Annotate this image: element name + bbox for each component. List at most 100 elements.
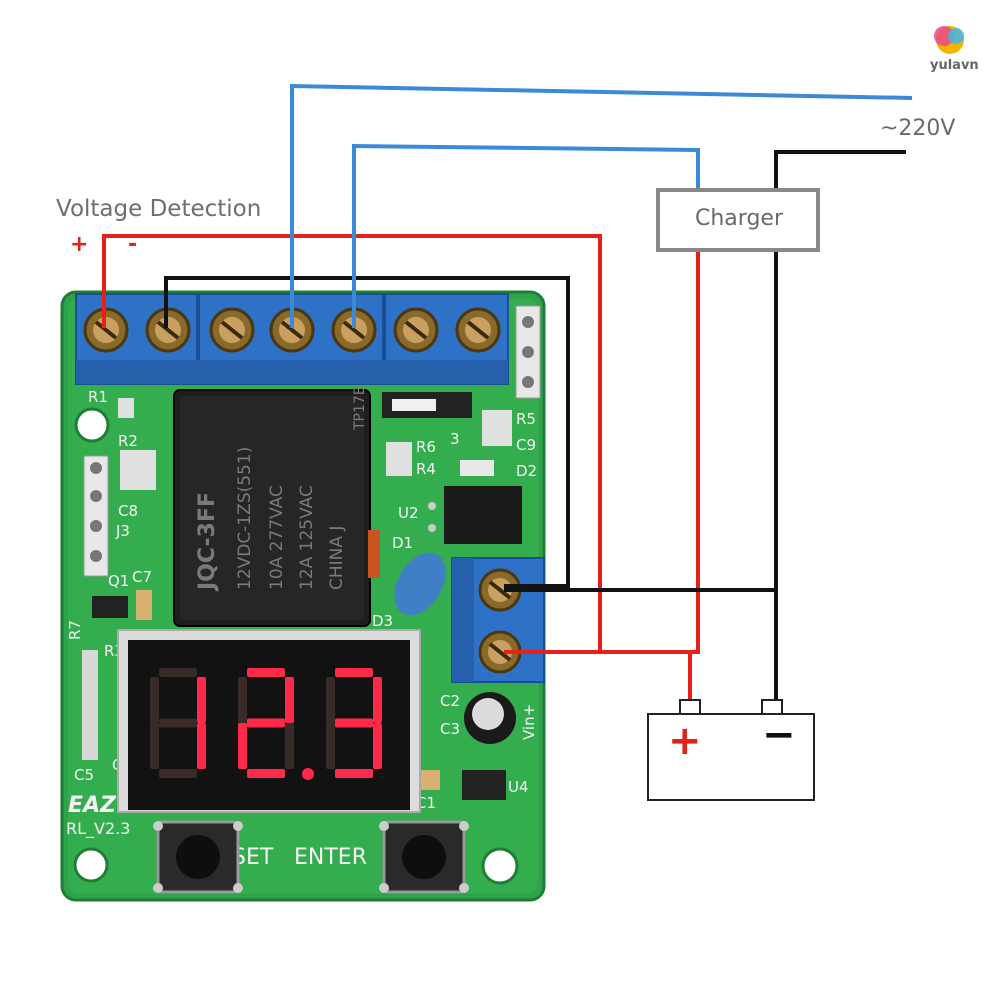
voltage-detection-label: Voltage Detection: [56, 196, 262, 222]
silk-q1: Q1: [108, 572, 129, 590]
segment-g: [335, 718, 373, 728]
silk-c7: C7: [132, 568, 152, 586]
screw-terminal-6: [393, 307, 439, 353]
mounting-hole: [74, 407, 110, 443]
enter-label: ENTER: [294, 845, 367, 870]
screw-terminal-1: [83, 307, 129, 353]
segment-d: [159, 769, 197, 778]
screw-terminal-7: [455, 307, 501, 353]
silk-r5: R5: [516, 410, 536, 428]
enter-button[interactable]: [379, 820, 469, 894]
capacitor-c7: [136, 590, 152, 620]
regulator-u4: [462, 770, 506, 800]
silk-c1: C1: [416, 794, 436, 812]
screw-terminal-5: [331, 307, 377, 353]
silk-c9: C9: [516, 436, 536, 454]
terminal-block-right: [451, 557, 545, 683]
resistor-column: [82, 650, 98, 760]
segment-c: [197, 723, 206, 769]
segment-a: [247, 668, 285, 677]
resistor-r6: [386, 442, 412, 476]
relay-text-5: CHINA J: [327, 526, 347, 590]
wire-red-charger-plus: [600, 250, 700, 654]
segment-f: [150, 677, 159, 723]
relay: JQC-3FF 12VDC-1ZS(551) 10A 277VAC 12A 12…: [173, 386, 371, 627]
capacitor-blue: [394, 552, 446, 616]
silk-r6: R6: [416, 438, 436, 456]
screw-terminal-3: [209, 307, 255, 353]
optocoupler-u2: [428, 486, 522, 544]
segment-e: [238, 723, 247, 769]
silk-d1: D1: [392, 534, 413, 552]
watermark-brand: yulavn: [930, 58, 979, 73]
mounting-hole: [481, 847, 519, 885]
wire-blue-relay-charger: [352, 143, 700, 328]
silk-d2: D2: [516, 462, 537, 480]
jumper: [382, 392, 472, 418]
segment-f: [238, 677, 247, 723]
set-button[interactable]: [153, 820, 243, 894]
battery-plus-label: +: [668, 718, 702, 764]
silk-c3: C3: [440, 720, 460, 738]
seven-segment-display: [117, 629, 421, 813]
wire-black-ac: [774, 150, 906, 190]
screw-terminal-4: [269, 307, 315, 353]
silk-r1: R1: [88, 388, 108, 406]
battery-body: [647, 713, 815, 801]
battery: [647, 699, 815, 801]
silk-r4: R4: [416, 460, 436, 478]
segment-b: [373, 677, 382, 723]
segment-e: [150, 723, 159, 769]
silk-r7: R7: [66, 620, 84, 640]
charger-label: Charger: [695, 206, 783, 231]
wire-red-detect-plus: [102, 234, 602, 654]
segment-f: [326, 677, 335, 723]
relay-text-3: 10A 277VAC: [267, 485, 287, 590]
header-pins-right: [515, 305, 541, 399]
capacitor-c1: [416, 770, 440, 790]
display-digits: [150, 668, 382, 780]
brand-logo: [934, 26, 964, 54]
header-pins-left: [83, 455, 109, 577]
segment-d: [247, 769, 285, 778]
board-model: RL_V2.3: [66, 819, 130, 839]
segment-g: [247, 718, 285, 728]
silk-c8: C8: [118, 502, 138, 520]
silk-d3: D3: [372, 612, 393, 630]
segment-c: [285, 723, 294, 769]
ac-voltage-label: ~220V: [880, 116, 956, 141]
diode-d1: [368, 530, 380, 578]
silk-c5: C5: [74, 766, 94, 784]
segment-a: [335, 668, 373, 677]
silk-j3: J3: [115, 522, 130, 540]
segment-a: [159, 668, 197, 677]
mounting-hole: [73, 847, 109, 883]
small-components: [82, 398, 516, 800]
silk-c2: C2: [440, 692, 460, 710]
segment-g: [159, 718, 197, 728]
relay-text-2: 12VDC-1ZS(551): [235, 447, 255, 590]
decimal-point: [302, 768, 314, 780]
silk-3: 3: [450, 430, 460, 448]
terminal-screws: [83, 307, 501, 353]
screw-terminal-power-pos: [478, 630, 522, 674]
segment-d: [335, 769, 373, 778]
battery-terminal-pos: [679, 699, 701, 715]
silk-u4: U4: [508, 778, 529, 796]
wire-black-detect-minus: [164, 276, 570, 588]
wire-blue-ac-relay: [290, 83, 913, 328]
charger-box: [656, 188, 820, 252]
input-minus-label: -: [128, 232, 138, 257]
segment-b: [285, 677, 294, 723]
input-plus-label: +: [70, 232, 89, 257]
segment-c: [373, 723, 382, 769]
smd-cluster: [120, 450, 156, 490]
led-d2: [460, 460, 494, 476]
battery-minus-label: −: [762, 712, 796, 758]
screw-terminal-2: [145, 307, 191, 353]
silk-vin: Vin+: [520, 704, 538, 740]
transistor-q1: [92, 596, 128, 618]
relay-code: TP17B: [352, 386, 368, 431]
relay-text-4: 12A 125VAC: [297, 485, 317, 590]
board-brand: EAZ: [68, 793, 117, 818]
